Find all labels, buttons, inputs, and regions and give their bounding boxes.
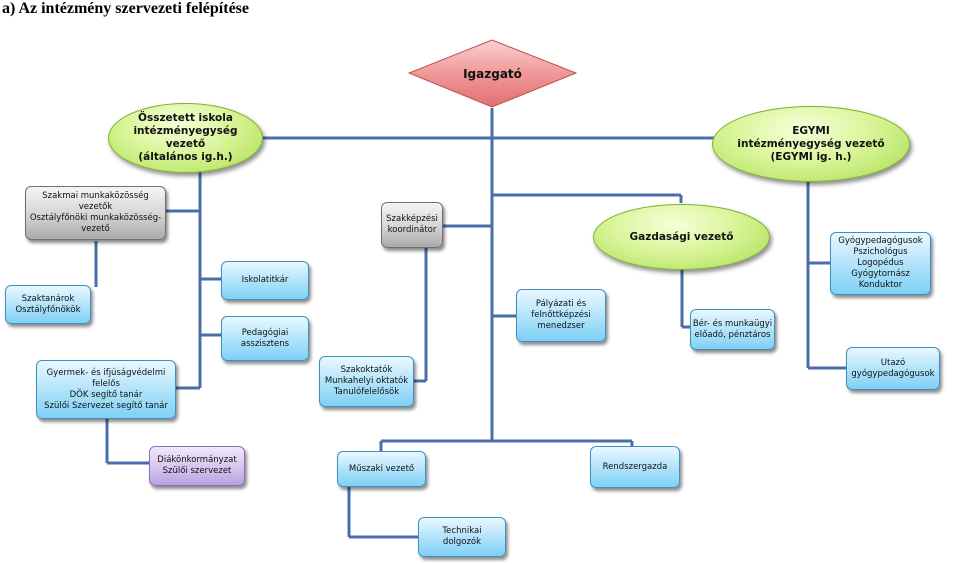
rendszergazda-box: Rendszergazda (590, 446, 680, 488)
palyazati-box: Pályázati és felnőttképzési menedzser (516, 289, 606, 342)
gyogypedagogusok-box: Gyógypedagógusok Pszichológus Logopédus … (830, 232, 931, 295)
egymi-head-ellipse: EGYMI intézményegység vezető (EGYMI ig. … (712, 106, 910, 182)
director-label: Igazgató (463, 66, 522, 81)
szakoktatok-box: Szakoktatók Munkahelyi oktatók Tanulófel… (319, 356, 414, 407)
osszetett-head-ellipse: Összetett iskola intézményegység vezető … (108, 103, 263, 173)
diakonkormanyzat-box: Diákönkormányzat Szülői szervezet (149, 446, 245, 486)
gazdasagi-ellipse: Gazdasági vezető (593, 204, 770, 270)
utazo-box: Utazó gyógypedagógusok (846, 347, 940, 390)
ber-box: Bér- és munkaügyi előadó, pénztáros (690, 309, 775, 350)
page-title: a) Az intézmény szervezeti felépítése (2, 0, 249, 17)
iskolatitkar-box: Iskolatitkár (221, 261, 309, 300)
szakmai-box: Szakmai munkaközösség vezetők Osztályfőn… (25, 186, 166, 240)
technikai-box: Technikai dolgozók (418, 517, 506, 557)
director-diamond: Igazgató (407, 38, 578, 109)
gyermek-box: Gyermek- és ifjúságvédelmi felelős DÖK s… (36, 360, 176, 419)
pedagogiai-box: Pedagógiai asszisztens (221, 316, 309, 361)
szakkepzesi-box: Szakképzési koordinátor (381, 202, 443, 248)
muszaki-box: Műszaki vezető (337, 451, 426, 487)
szaktanarok-box: Szaktanárok Osztályfőnökök (5, 285, 91, 324)
